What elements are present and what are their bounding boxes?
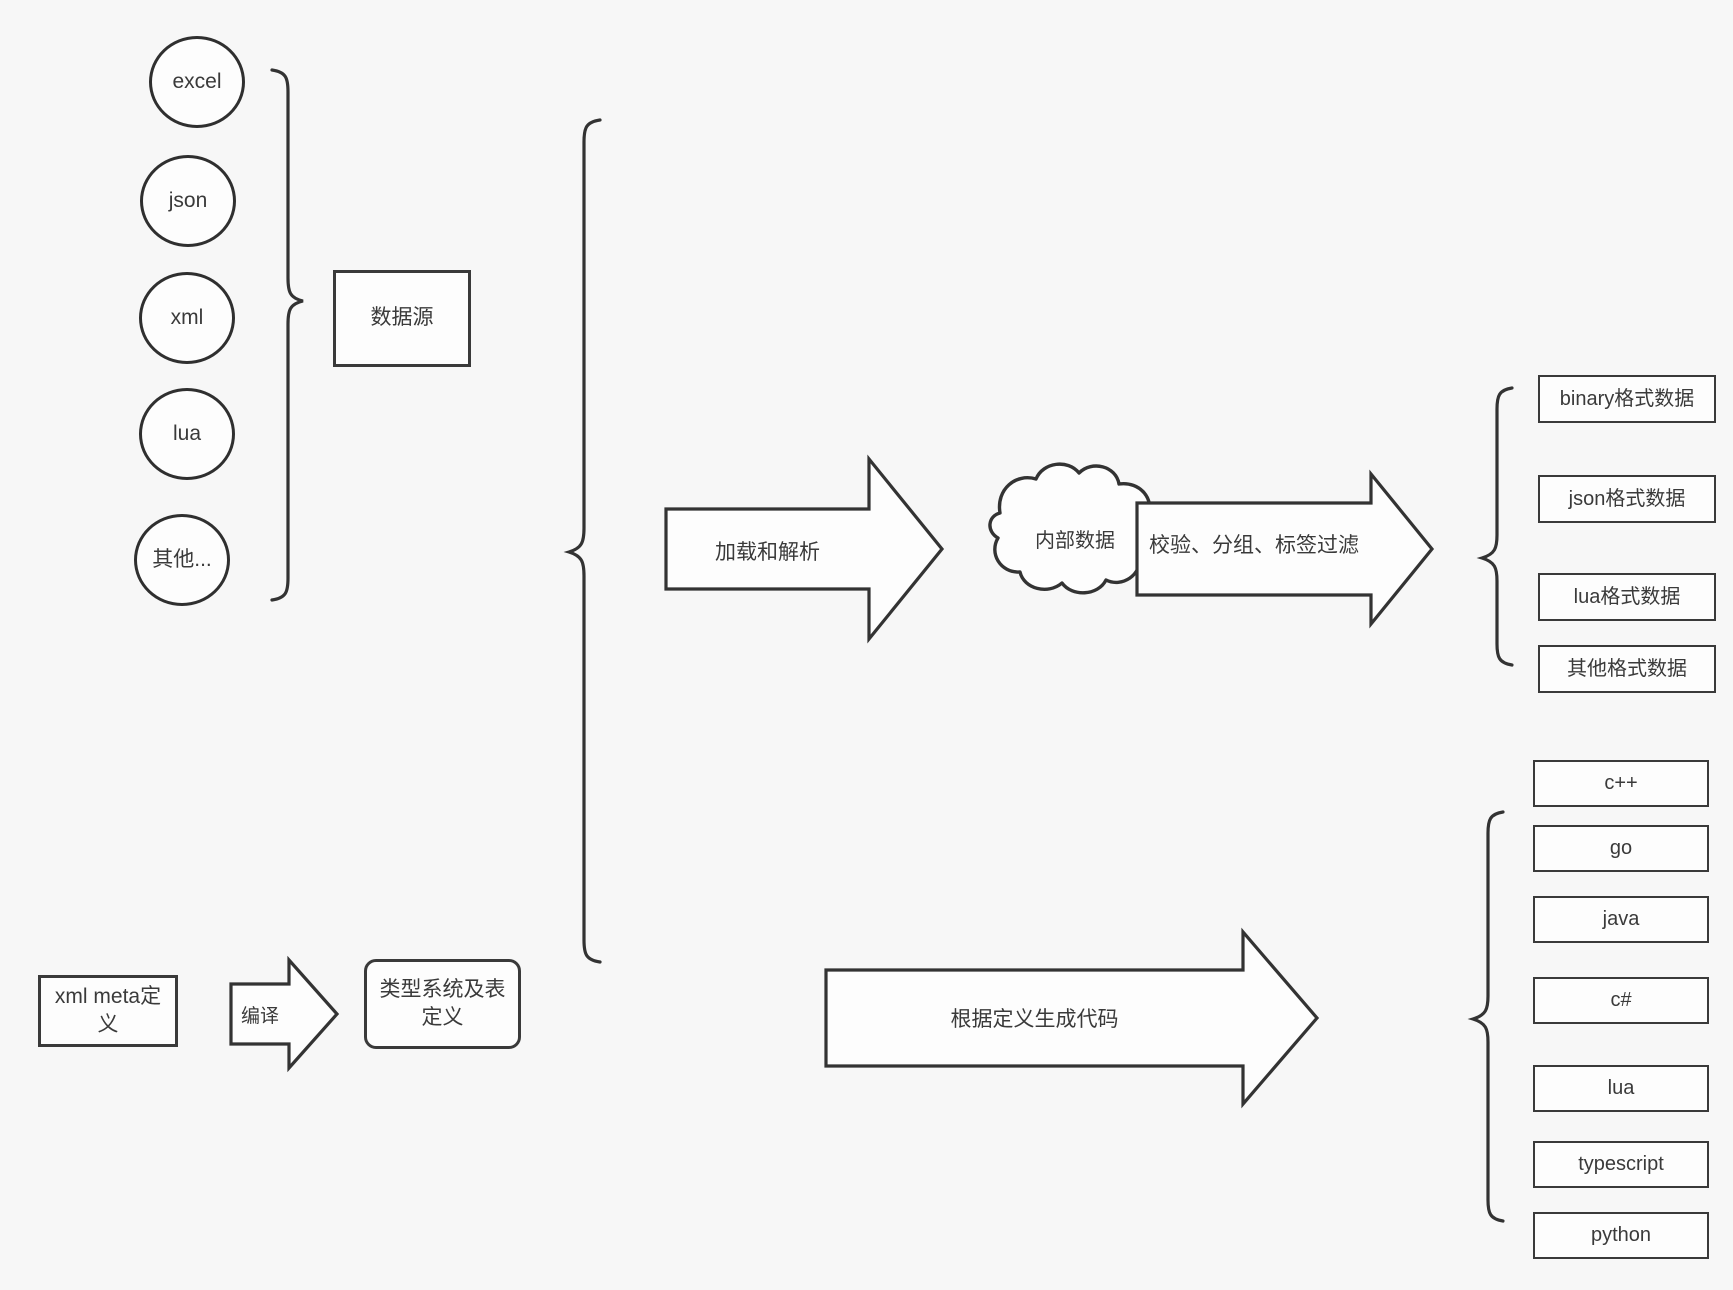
type-system-box-label: 类型系统及表定义 (379, 977, 506, 1029)
source-node-json[interactable]: json (140, 155, 236, 247)
validate-filter-arrow-label: 校验、分组、标签过滤 (1149, 534, 1359, 557)
output-format-lua-label: lua格式数据 (1573, 585, 1681, 608)
output-format-binary-label: binary格式数据 (1559, 387, 1695, 410)
source-node-json-label: json (168, 189, 208, 213)
data-formats-brace (1476, 386, 1514, 667)
generate-code-arrow-label: 根据定义生成代码 (950, 1008, 1119, 1031)
target-language-python[interactable]: python (1533, 1212, 1709, 1259)
output-format-json-label: json格式数据 (1568, 487, 1686, 510)
languages-brace (1467, 810, 1505, 1223)
target-language-csharp[interactable]: c# (1533, 977, 1709, 1024)
output-format-binary[interactable]: binary格式数据 (1538, 375, 1716, 423)
source-node-excel-label: excel (172, 70, 222, 94)
output-format-other[interactable]: 其他格式数据 (1538, 645, 1716, 693)
sources-brace (270, 68, 304, 602)
xml-meta-definition-box[interactable]: xml meta定义 (38, 975, 178, 1047)
data-source-box-label: 数据源 (370, 306, 434, 330)
pipeline-input-brace (563, 118, 602, 964)
source-node-other[interactable]: 其他... (134, 514, 230, 606)
compile-arrow-shape (229, 955, 340, 1073)
target-language-cpp[interactable]: c++ (1533, 760, 1709, 807)
type-system-box[interactable]: 类型系统及表定义 (364, 959, 521, 1049)
source-node-xml-label: xml (170, 306, 204, 330)
source-node-lua-label: lua (172, 422, 202, 446)
target-language-typescript[interactable]: typescript (1533, 1141, 1709, 1188)
target-language-lua[interactable]: lua (1533, 1065, 1709, 1112)
output-format-lua[interactable]: lua格式数据 (1538, 573, 1716, 621)
target-language-go-label: go (1609, 837, 1633, 859)
target-language-go[interactable]: go (1533, 825, 1709, 872)
source-node-excel[interactable]: excel (149, 36, 245, 128)
load-parse-arrow-label: 加载和解析 (715, 541, 820, 564)
output-format-json[interactable]: json格式数据 (1538, 475, 1716, 523)
internal-data-cloud-label: 内部数据 (1035, 530, 1115, 552)
output-format-other-label: 其他格式数据 (1567, 657, 1687, 680)
target-language-typescript-label: typescript (1578, 1153, 1664, 1175)
generate-code-arrow-shape (824, 927, 1320, 1109)
target-language-java[interactable]: java (1533, 896, 1709, 943)
data-source-box[interactable]: 数据源 (333, 270, 471, 367)
source-node-other-label: 其他... (152, 548, 212, 572)
source-node-xml[interactable]: xml (139, 272, 235, 364)
target-language-java-label: java (1602, 908, 1640, 930)
target-language-lua-label: lua (1607, 1077, 1635, 1099)
validate-filter-arrow-shape (1135, 469, 1435, 629)
source-node-lua[interactable]: lua (139, 388, 235, 480)
target-language-python-label: python (1590, 1224, 1652, 1246)
target-language-csharp-label: c# (1610, 989, 1632, 1011)
compile-arrow-label: 编译 (240, 1006, 279, 1027)
target-language-cpp-label: c++ (1604, 772, 1638, 794)
xml-meta-definition-box-label: xml meta定义 (54, 984, 162, 1036)
load-parse-arrow-shape (664, 454, 945, 644)
